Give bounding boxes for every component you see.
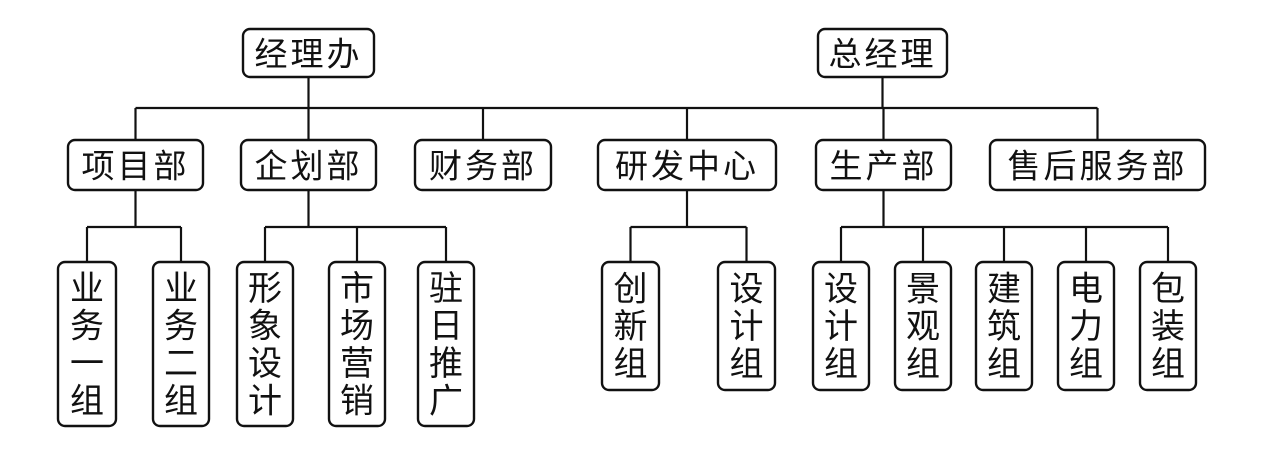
node-sjz2-label: 设计组 bbox=[824, 270, 858, 385]
node-jzz-box bbox=[974, 260, 1034, 392]
node-shfwb: 售后服务部 bbox=[988, 138, 1207, 192]
node-ywez: 业务二组 bbox=[151, 260, 211, 428]
node-yfzx-label: 研发中心 bbox=[615, 147, 759, 186]
node-zjl-box bbox=[816, 27, 949, 79]
node-ywyz: 业务一组 bbox=[56, 260, 118, 428]
node-bzz-label: 包装组 bbox=[1151, 270, 1185, 385]
node-jlb: 经理办 bbox=[241, 27, 376, 79]
node-cwb-label: 财务部 bbox=[429, 147, 537, 186]
node-xxsj: 形象设计 bbox=[235, 260, 295, 428]
node-cxz-label: 创新组 bbox=[614, 270, 648, 385]
node-sjz1-box bbox=[716, 260, 777, 392]
node-zrtg: 驻日推广 bbox=[416, 260, 476, 428]
node-qhb-label: 企划部 bbox=[255, 147, 363, 186]
node-sjz1: 设计组 bbox=[716, 260, 777, 392]
node-dlz-label: 电力组 bbox=[1069, 270, 1103, 385]
node-qhb: 企划部 bbox=[239, 138, 378, 192]
node-cwb: 财务部 bbox=[413, 138, 553, 192]
node-shfwb-box bbox=[988, 138, 1207, 192]
node-cxz: 创新组 bbox=[600, 260, 661, 392]
node-xmb-box bbox=[66, 138, 205, 192]
node-scyx: 市场营销 bbox=[327, 260, 387, 428]
node-cwb-box bbox=[413, 138, 553, 192]
node-jzz: 建筑组 bbox=[974, 260, 1034, 392]
node-ywez-label: 业务二组 bbox=[164, 269, 198, 422]
node-yfzx-box bbox=[596, 138, 778, 192]
node-shfwb-label: 售后服务部 bbox=[1008, 147, 1188, 186]
node-sjz2: 设计组 bbox=[811, 260, 871, 392]
node-ywez-box bbox=[151, 260, 211, 428]
node-dlz: 电力组 bbox=[1056, 260, 1116, 392]
connector-lines bbox=[85, 77, 1170, 262]
node-ywyz-box bbox=[56, 260, 118, 428]
node-zrtg-box bbox=[416, 260, 476, 428]
node-zrtg-label: 驻日推广 bbox=[429, 269, 463, 422]
node-bzz: 包装组 bbox=[1138, 260, 1198, 392]
node-dlz-box bbox=[1056, 260, 1116, 392]
node-scb-label: 生产部 bbox=[830, 147, 938, 186]
node-yfzx: 研发中心 bbox=[596, 138, 778, 192]
node-xmb-label: 项目部 bbox=[82, 147, 190, 186]
node-xmb: 项目部 bbox=[66, 138, 205, 192]
node-jzz-label: 建筑组 bbox=[987, 270, 1021, 385]
node-sjz2-box bbox=[811, 260, 871, 392]
node-jgz-label: 景观组 bbox=[906, 270, 940, 385]
node-jlb-box bbox=[241, 27, 376, 79]
node-scb-box bbox=[814, 138, 953, 192]
node-cxz-box bbox=[600, 260, 661, 392]
node-jgz-box bbox=[893, 260, 953, 392]
node-sjz1-label: 设计组 bbox=[730, 270, 764, 385]
node-jlb-label: 经理办 bbox=[255, 35, 363, 74]
node-xxsj-box bbox=[235, 260, 295, 428]
node-qhb-box bbox=[239, 138, 378, 192]
node-zjl-label: 总经理 bbox=[829, 35, 937, 74]
node-zjl: 总经理 bbox=[816, 27, 949, 79]
node-bzz-box bbox=[1138, 260, 1198, 392]
node-xxsj-label: 形象设计 bbox=[248, 269, 282, 422]
node-scyx-box bbox=[327, 260, 387, 428]
node-scb: 生产部 bbox=[814, 138, 953, 192]
node-ywyz-label: 业务一组 bbox=[70, 269, 104, 422]
node-jgz: 景观组 bbox=[893, 260, 953, 392]
node-scyx-label: 市场营销 bbox=[340, 269, 374, 422]
